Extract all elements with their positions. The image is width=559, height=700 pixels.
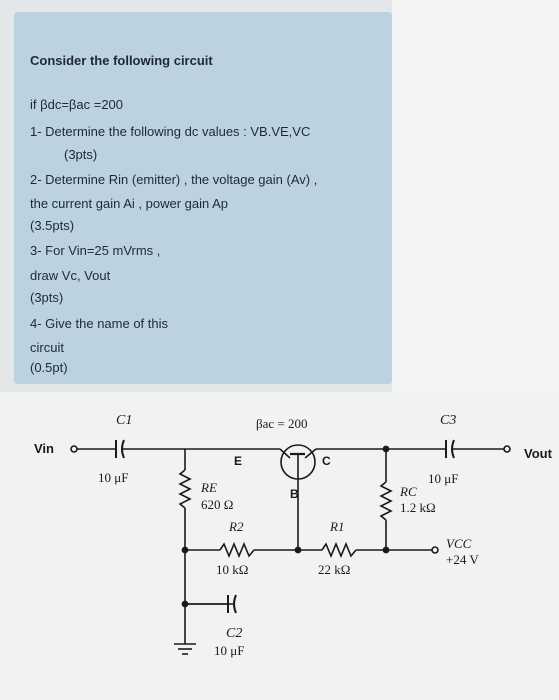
base-label: B: [290, 487, 299, 501]
r2-value: 10 kΩ: [216, 562, 248, 577]
re-value: 620 Ω: [201, 497, 233, 512]
vcc-terminal: [431, 546, 439, 554]
question-heading: Consider the following circuit: [30, 53, 213, 68]
question-line-2: 1- Determine the following dc values : V…: [30, 124, 311, 139]
rc-value: 1.2 kΩ: [400, 500, 436, 515]
r1-label: R1: [329, 519, 344, 534]
vcc-label: VCC: [446, 536, 472, 551]
question-line-7: 3- For Vin=25 mVrms ,: [30, 243, 161, 258]
question-line-1: if βdc=βac =200: [30, 97, 124, 112]
question-line-10: 4- Give the name of this: [30, 316, 169, 331]
c2-plate-right: [233, 594, 237, 614]
re-label: RE: [200, 480, 217, 495]
question-line-9: (3pts): [30, 290, 64, 305]
collector-label: C: [322, 454, 331, 468]
question-panel: [14, 12, 392, 384]
r1-value: 22 kΩ: [318, 562, 350, 577]
c2-value: 10 μF: [214, 643, 244, 658]
question-line-3: (3pts): [64, 147, 98, 162]
r1-resistor: [321, 541, 357, 559]
question-line-8: draw Vc, Vout: [30, 268, 111, 283]
c3-value: 10 μF: [428, 471, 458, 486]
rc-label: RC: [399, 484, 417, 499]
r2-label: R2: [228, 519, 244, 534]
background-right: [392, 0, 559, 392]
vout-label: Vout: [524, 446, 553, 461]
collector-lead: [304, 448, 317, 459]
emitter-label: E: [234, 454, 242, 468]
junction-right: [382, 546, 390, 554]
junction-left: [181, 546, 189, 554]
vout-terminal: [503, 445, 511, 453]
c3-label: C3: [440, 413, 456, 428]
junction-base: [294, 546, 302, 554]
junction-collector: [382, 445, 390, 453]
question-line-12: (0.5pt): [30, 360, 68, 375]
vin-label: Vin: [34, 441, 54, 456]
diagram-background: [0, 392, 559, 700]
beta-label: βac = 200: [256, 416, 308, 431]
rc-resistor: [379, 481, 393, 521]
question-line-6: (3.5pts): [30, 218, 75, 233]
r2-resistor: [219, 541, 255, 559]
vcc-value: +24 V: [446, 552, 479, 567]
c1-label: C1: [116, 413, 132, 428]
junction-c2: [181, 600, 189, 608]
emitter-lead: [279, 448, 291, 459]
vin-terminal: [70, 445, 78, 453]
question-line-11: circuit: [30, 340, 64, 355]
re-resistor: [178, 469, 192, 509]
c1-value: 10 μF: [98, 470, 128, 485]
question-line-4: 2- Determine Rin (emitter) , the voltage…: [30, 172, 318, 187]
c2-label: C2: [226, 626, 242, 641]
question-line-5: the current gain Ai , power gain Ap: [30, 196, 229, 211]
